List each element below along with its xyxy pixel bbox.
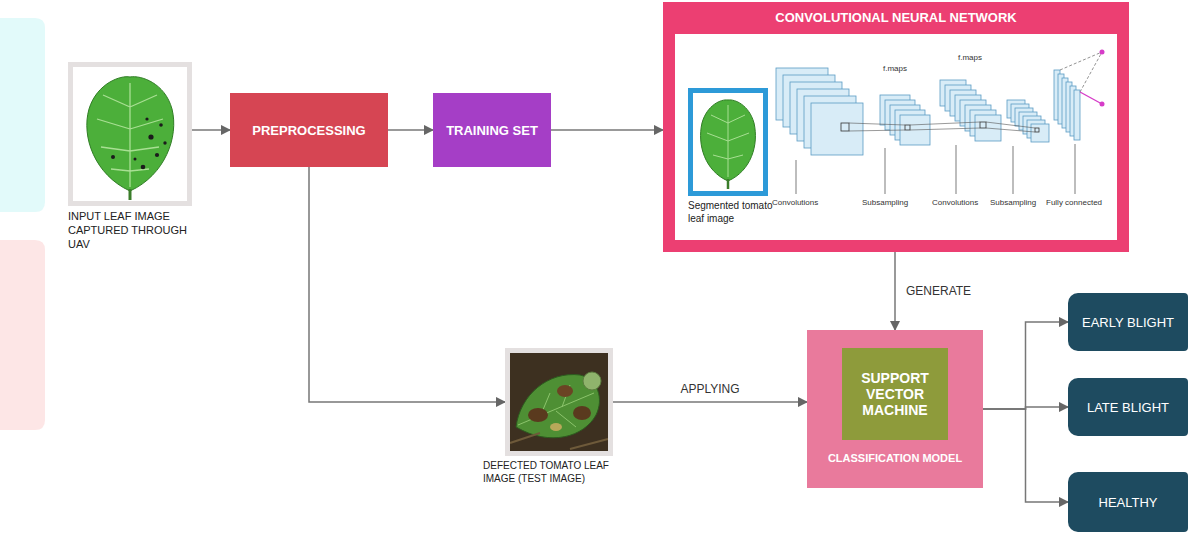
part-label: Convolutions [772, 198, 818, 207]
part-label: f.maps [958, 53, 982, 62]
model-box: CLASSIFICATION MODEL SUPPORT VECTOR MACHI… [807, 330, 983, 488]
model-title: CLASSIFICATION MODEL [828, 452, 962, 464]
part-label: Convolutions [932, 198, 978, 207]
output-box: LATE BLIGHT [1068, 378, 1188, 436]
image-caption: INPUT LEAF IMAGE CAPTURED THROUGH UAV [68, 210, 198, 251]
process-box: TRAINING SET [433, 93, 551, 167]
box-label: HEALTHY [1099, 495, 1158, 510]
panel-title: CONVOLUTIONAL NEURAL NETWORK [675, 3, 1117, 33]
side-band [0, 18, 45, 212]
part-label: Subsampling [990, 198, 1036, 207]
box-label: LATE BLIGHT [1087, 400, 1169, 415]
connector-arrow [309, 167, 505, 402]
connector-arrow [388, 129, 433, 131]
diseased-leaf-illustration [510, 353, 608, 451]
image-frame: INPUT LEAF IMAGE CAPTURED THROUGH UAV [68, 62, 192, 206]
algorithm-box: SUPPORT VECTOR MACHINE [842, 348, 948, 440]
connector-arrow [894, 252, 896, 330]
connector-arrow [551, 129, 663, 131]
side-band [0, 240, 45, 430]
image-caption: Segmented tomato leaf image [688, 200, 778, 225]
edge-label: GENERATE [903, 284, 974, 298]
box-label: EARLY BLIGHT [1082, 315, 1174, 330]
connector-arrow [983, 409, 1068, 502]
leaf-illustration [87, 77, 174, 200]
box-label: SUPPORT VECTOR MACHINE [850, 370, 940, 418]
output-box: EARLY BLIGHT [1068, 293, 1188, 351]
edge-label: APPLYING [677, 382, 742, 396]
image-frame: DEFECTED TOMATO LEAF IMAGE (TEST IMAGE) [505, 348, 613, 456]
part-label: Fully connected [1046, 198, 1102, 207]
image-caption: DEFECTED TOMATO LEAF IMAGE (TEST IMAGE) [483, 460, 635, 485]
image-frame: Segmented tomato leaf image [688, 88, 768, 196]
network-panel: CONVOLUTIONAL NEURAL NETWORK Segmented to… [663, 2, 1129, 252]
part-label: f.maps [883, 64, 907, 73]
part-label: Subsampling [862, 198, 908, 207]
output-box: HEALTHY [1068, 472, 1188, 532]
box-label: TRAINING SET [446, 123, 538, 138]
box-label: PREPROCESSING [252, 123, 365, 138]
leaf-illustration [701, 100, 756, 189]
connector-arrow [192, 129, 230, 131]
process-box: PREPROCESSING [230, 93, 388, 167]
connector-arrow [983, 322, 1068, 409]
connector-arrow [613, 401, 807, 403]
cnn-illustration [776, 50, 1105, 195]
